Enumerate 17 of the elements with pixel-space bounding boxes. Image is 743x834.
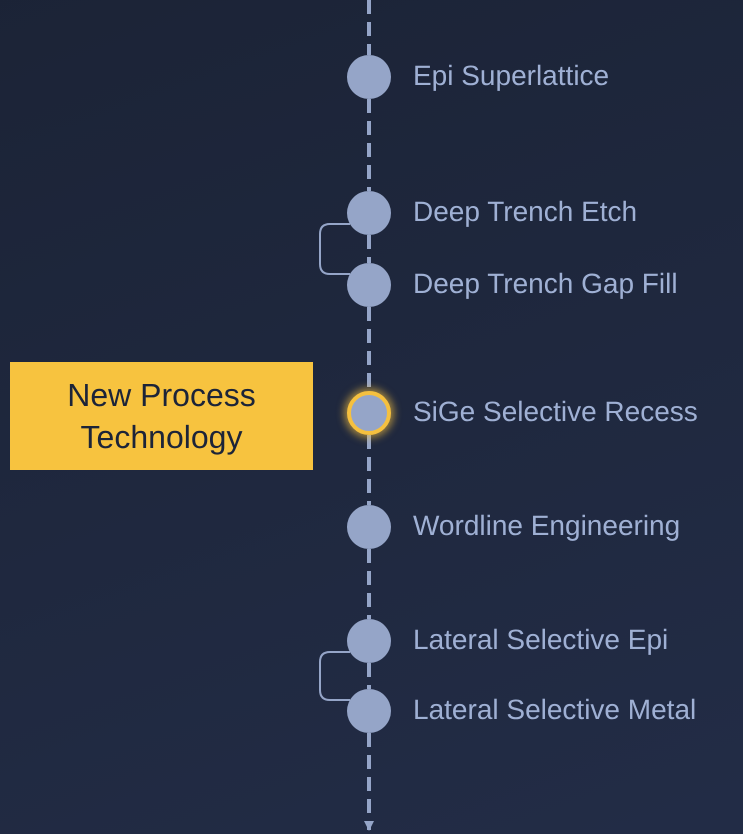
dashed-line [367,435,371,505]
dashed-line [367,99,371,191]
callout-box: New Process Technology [10,362,313,470]
bracket-line [319,223,350,275]
step-label: SiGe Selective Recess [413,395,698,429]
step-label: Lateral Selective Epi [413,623,668,657]
step-label: Deep Trench Gap Fill [413,267,678,301]
dashed-line [367,0,371,55]
dashed-line [367,549,371,619]
step-label: Lateral Selective Metal [413,693,696,727]
bracket-line [319,651,350,701]
step-label: Wordline Engineering [413,509,680,543]
step-label: Epi Superlattice [413,59,610,93]
dashed-arrow [364,733,374,831]
dashed-line [367,663,371,689]
step-label: Deep Trench Etch [413,195,638,229]
dashed-line [367,235,371,263]
